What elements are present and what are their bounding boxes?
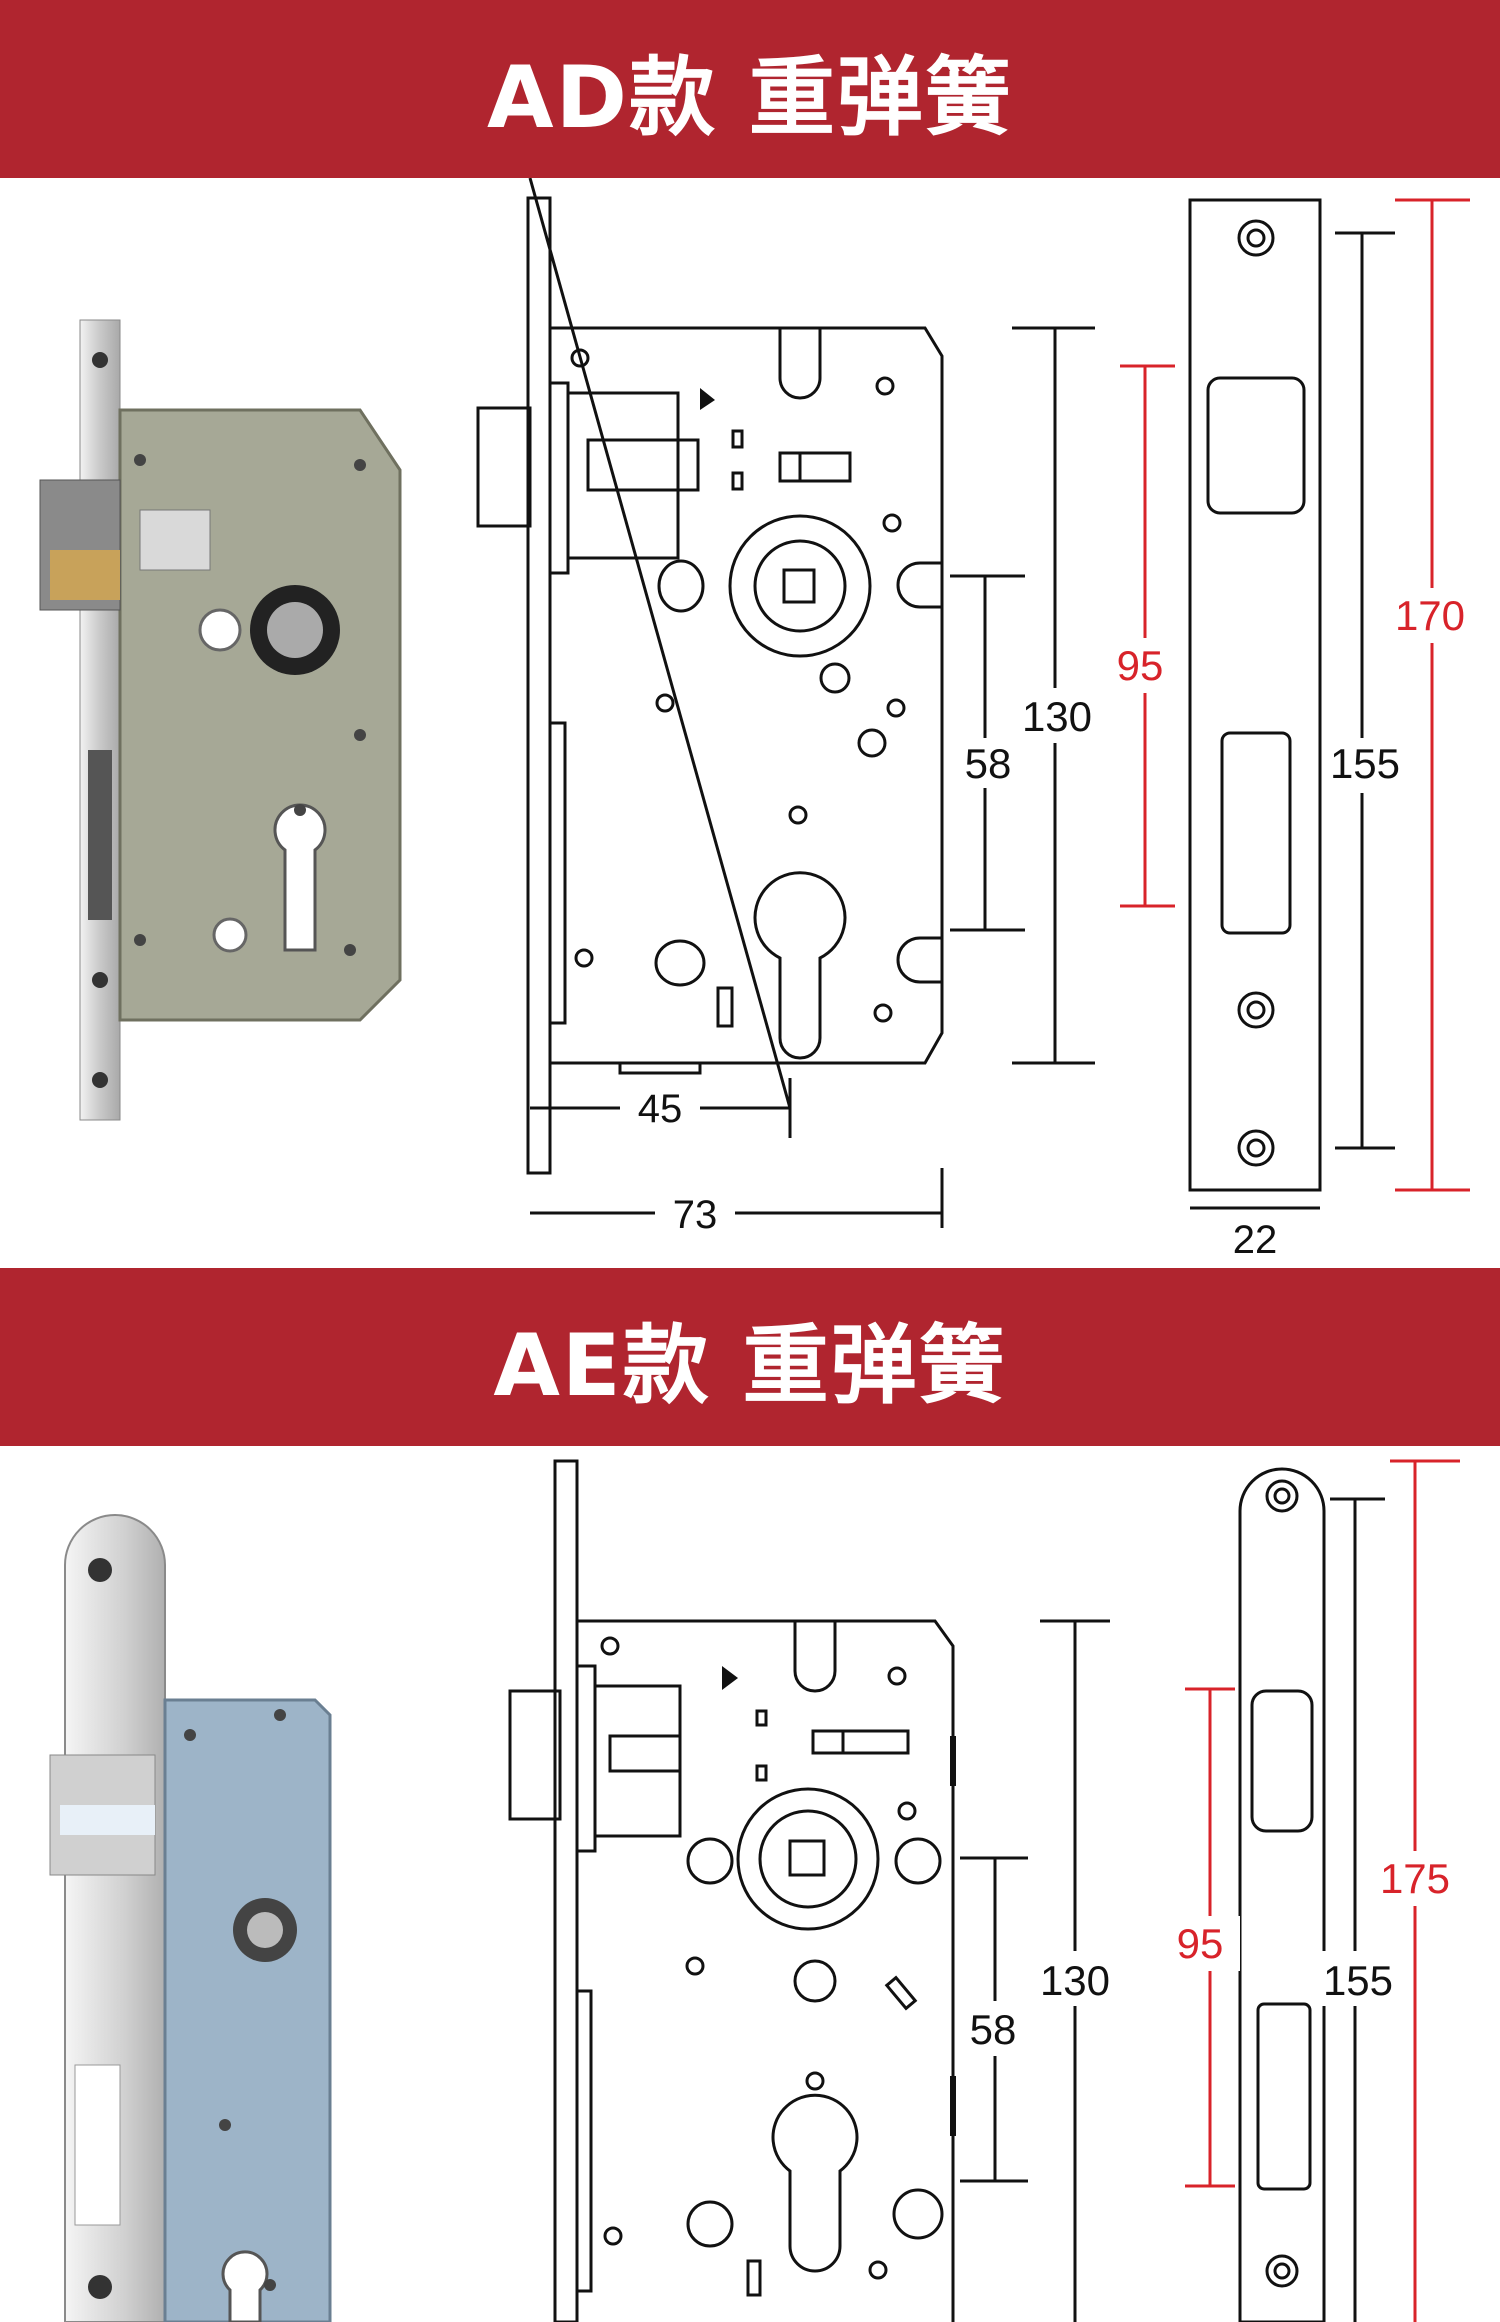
technical-drawing-ad: 45 73 58 130 95 155 170 22 — [476, 178, 1475, 1262]
dim-width-full: 73 — [673, 1193, 718, 1237]
technical-drawing-ae: 58 130 95 155 175 — [508, 1459, 1460, 2322]
dim-width-body: 45 — [638, 1087, 683, 1131]
dim-backset-height: 58 — [965, 740, 1012, 787]
faceplate-side — [553, 1459, 579, 2322]
dim-plate-height: 175 — [1380, 1855, 1450, 1902]
section-title: AE款 重弹簧 — [493, 1315, 1007, 1416]
dim-body-height: 130 — [1040, 1957, 1110, 2004]
lock-body-outline — [548, 326, 944, 1065]
dim-backset-height: 58 — [970, 2006, 1017, 2053]
section-banner-ae: AE款 重弹簧 — [0, 1268, 1500, 1446]
dim-red-spacing: 95 — [1117, 642, 1164, 689]
faceplate-front — [1188, 198, 1322, 1192]
lock-photo-ad — [39, 319, 402, 1121]
dim-body-height: 130 — [1022, 693, 1092, 740]
lock-photo-ae — [49, 1514, 332, 2322]
faceplate-side — [526, 196, 552, 1175]
dim-red-spacing: 95 — [1177, 1920, 1224, 1967]
section-banner-ad: AD款 重弹簧 — [0, 0, 1500, 178]
dim-plate-height: 170 — [1395, 592, 1465, 639]
section-title: AD款 重弹簧 — [487, 47, 1013, 148]
faceplate-front — [1238, 1467, 1326, 2322]
dim-screw-spacing: 155 — [1323, 1957, 1393, 2004]
dim-plate-width: 22 — [1233, 1218, 1278, 1262]
dim-screw-spacing: 155 — [1330, 740, 1400, 787]
lock-body-outline — [577, 1619, 955, 2322]
